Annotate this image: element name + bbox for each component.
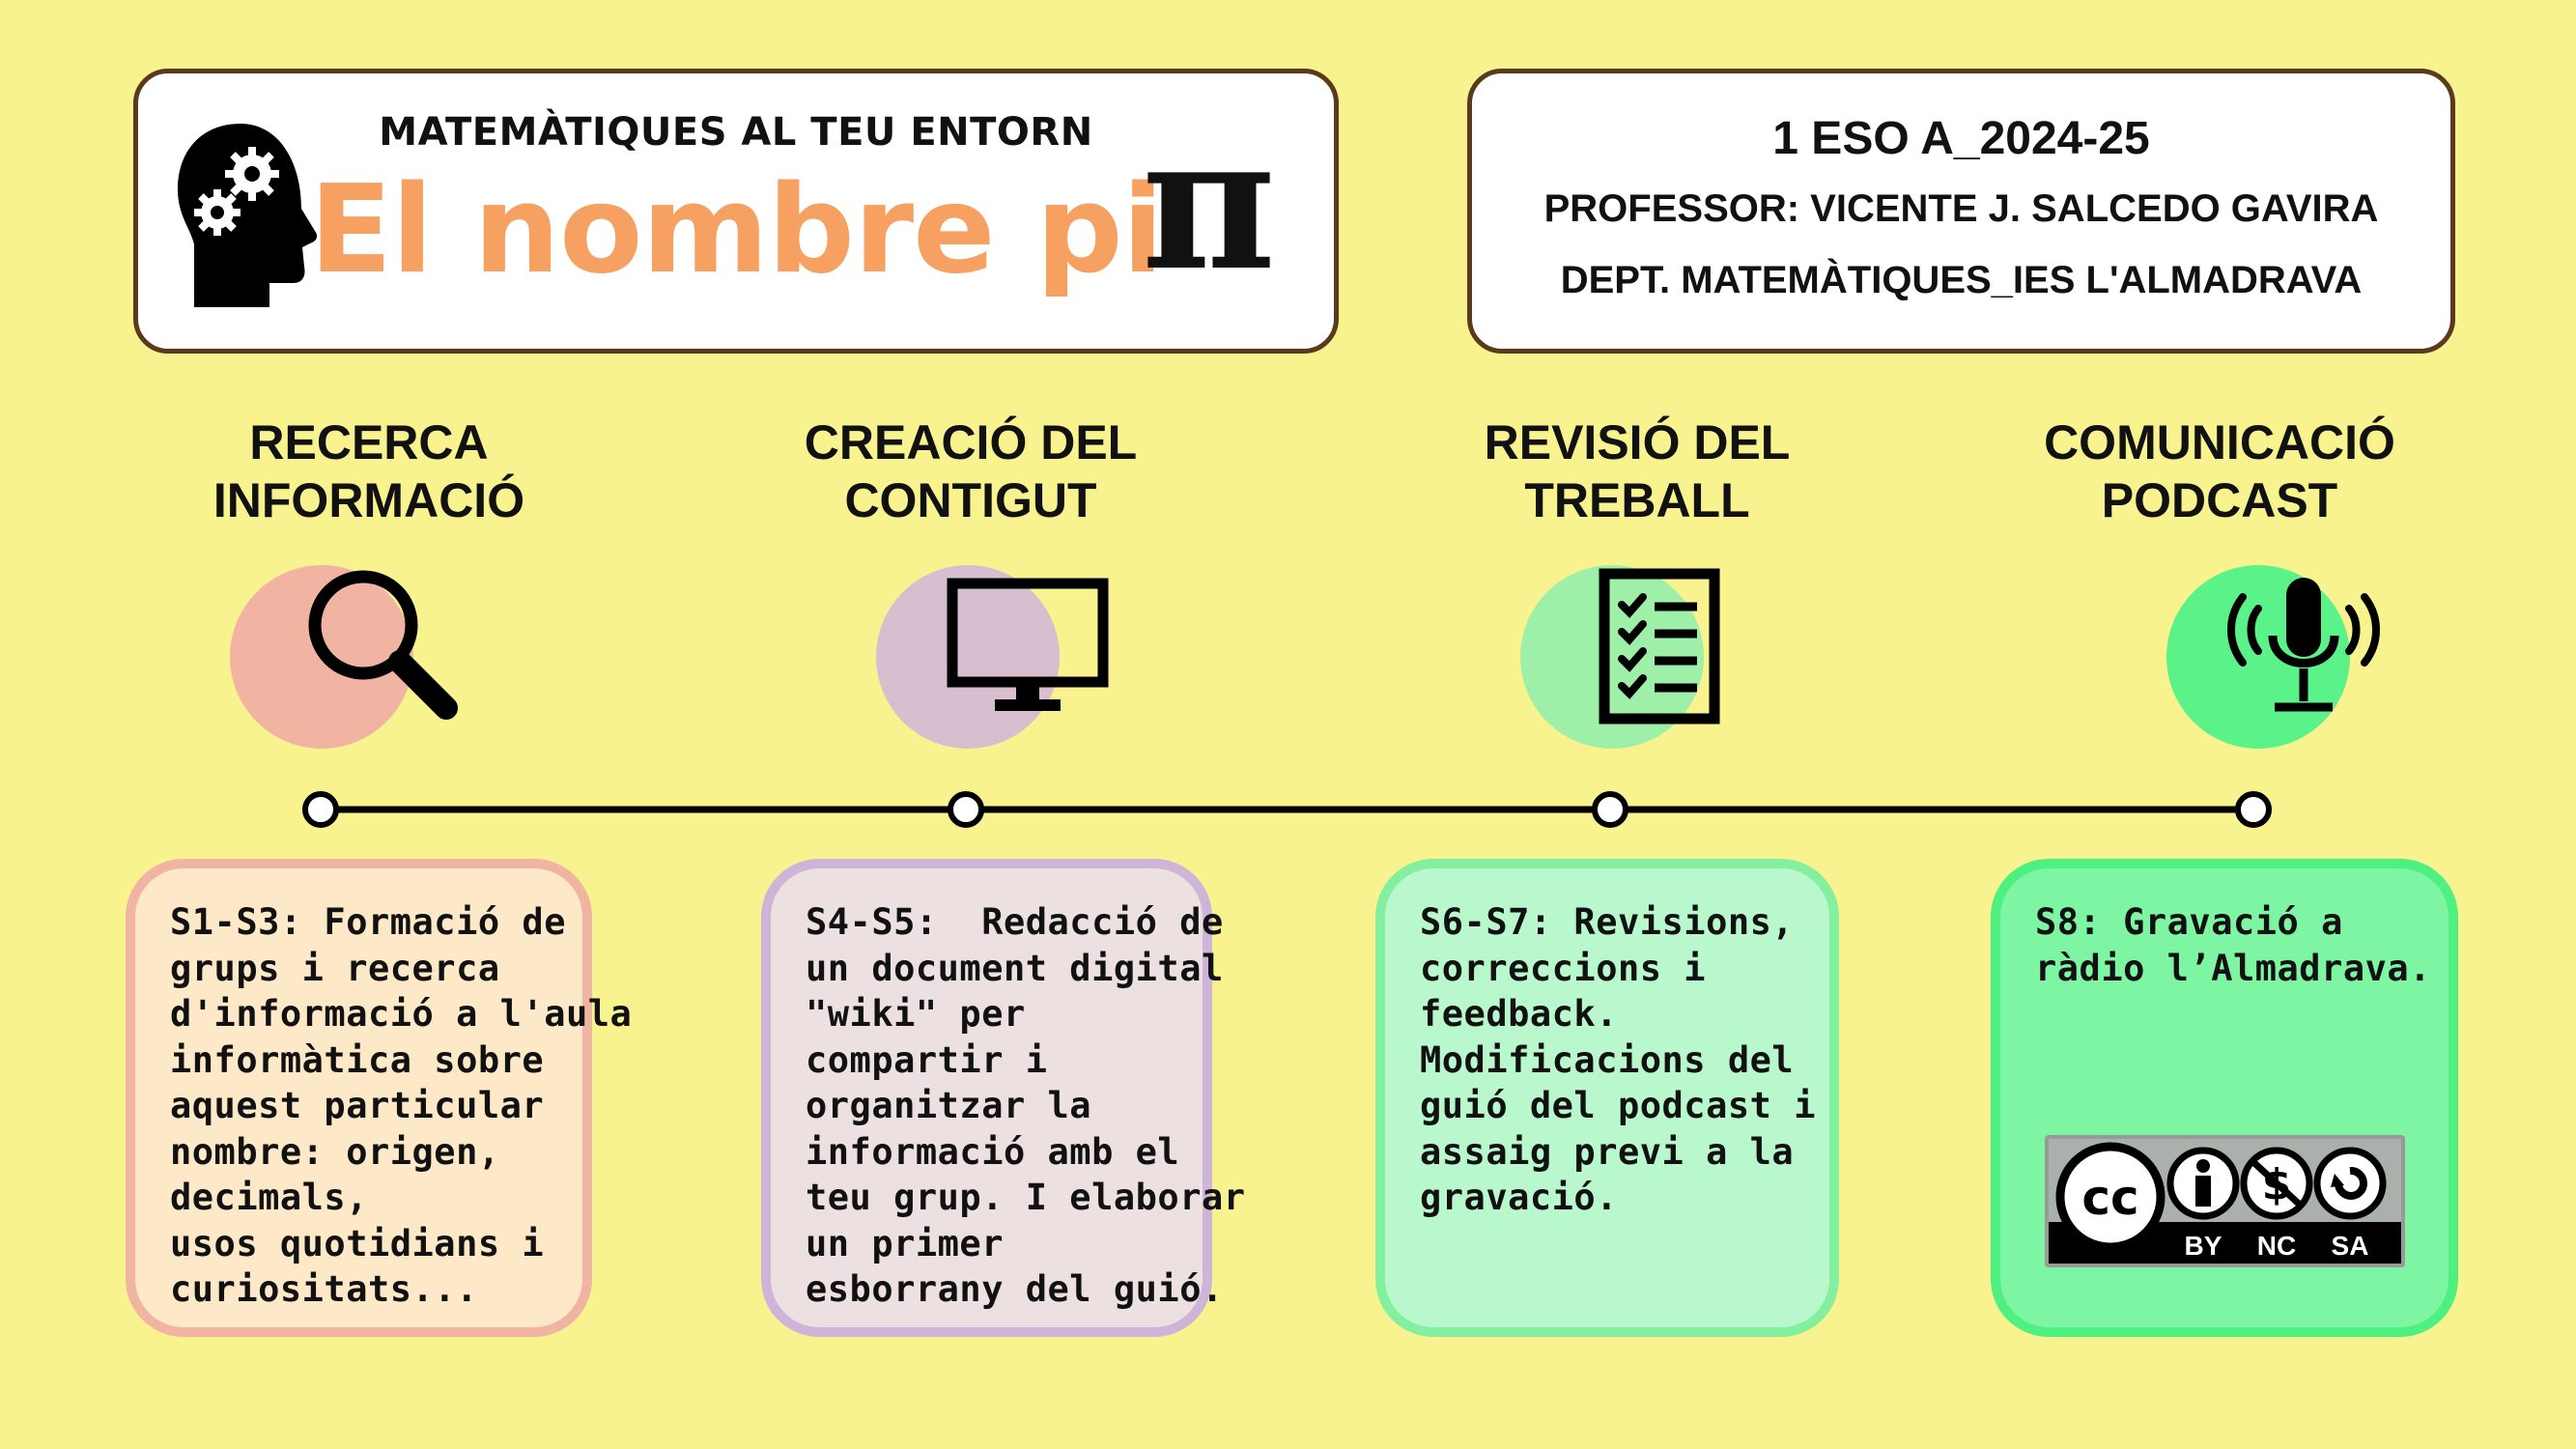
cc-license-badge: cc $ BY NC SA xyxy=(2045,1135,2405,1267)
card-text-line: aquest particular xyxy=(170,1085,545,1126)
card-text-line: compartir i xyxy=(806,1038,1048,1081)
card-text-line: S6-S7: Revisions, xyxy=(1420,901,1795,943)
microphone-icon xyxy=(2227,578,2380,712)
subtitle: MATEMÀTIQUES AL TEU ENTORN xyxy=(379,110,1093,155)
card-text-line: curiositats... xyxy=(170,1268,478,1310)
card-text-line: correccions i xyxy=(1420,947,1707,989)
card-text-line: assaig previ a la xyxy=(1420,1130,1795,1173)
title-panel: MATEMÀTIQUES AL TEU ENTORN El nombre pi … xyxy=(133,69,1339,354)
card-text-line: Modificacions del xyxy=(1420,1038,1795,1081)
card-text-line: esborrany del guió. xyxy=(806,1268,1224,1310)
phase-title-review: REVISIÓ DEL TREBALL xyxy=(1367,413,1908,529)
course-info-panel: 1 ESO A_2024-25 PROFESSOR: VICENTE J. SA… xyxy=(1467,69,2455,354)
card-text-line: "wiki" per xyxy=(806,993,1026,1035)
card-text-line: guió del podcast i xyxy=(1420,1085,1816,1126)
card-text-line: informació amb el xyxy=(806,1130,1180,1173)
magnifier-icon xyxy=(308,570,458,720)
card-text-line: S4-S5: Redacció de xyxy=(806,901,1224,943)
phase-title-research: RECERCA INFORMACIÓ xyxy=(99,413,639,529)
card-text-line: usos quotidians i xyxy=(170,1222,545,1264)
card-text-line: S8: Gravació a xyxy=(2035,901,2343,943)
card-text-line: grups i recerca xyxy=(170,947,500,989)
card-text-line: un primer xyxy=(806,1222,1004,1264)
phase-circle-creation xyxy=(876,565,1060,749)
cc-by-nc-sa-icon: cc $ BY NC SA xyxy=(2049,1139,2401,1261)
timeline-node xyxy=(2235,791,2272,828)
department: DEPT. MATEMÀTIQUES_IES L'ALMADRAVA xyxy=(1560,259,2363,301)
phase-title-line: CREACIÓ DEL xyxy=(804,415,1138,469)
phase-title-line: PODCAST xyxy=(2101,473,2338,527)
cc-sa-label: SA xyxy=(2332,1231,2369,1261)
cc-nc-label: NC xyxy=(2257,1231,2296,1261)
card-text-line: informàtica sobre xyxy=(170,1038,545,1081)
head-gears-icon xyxy=(178,124,318,307)
phase-title-line: INFORMACIÓ xyxy=(212,473,525,527)
teacher-name: PROFESSOR: VICENTE J. SALCEDO GAVIRA xyxy=(1543,187,2379,230)
card-text-line: teu grup. I elaborar xyxy=(806,1177,1246,1218)
card-text-line: nombre: origen, xyxy=(170,1130,500,1173)
phase-title-creation: CREACIÓ DEL CONTIGUT xyxy=(700,413,1241,529)
timeline-node xyxy=(1592,791,1628,828)
card-text-line: feedback. xyxy=(1420,993,1618,1035)
cc-by-label: BY xyxy=(2185,1231,2222,1261)
card-text-line: ràdio l’Almadrava. xyxy=(2035,947,2431,989)
phase-title-podcast: COMUNICACIÓ PODCAST xyxy=(1949,413,2490,529)
card-text-line: decimals, xyxy=(170,1177,368,1218)
cc-label: cc xyxy=(2081,1170,2138,1226)
pi-symbol-icon: π xyxy=(1141,96,1276,311)
phase-title-line: REVISIÓ DEL xyxy=(1484,415,1791,469)
timeline-node xyxy=(302,791,339,828)
card-text-line: d'informació a l'aula xyxy=(170,993,633,1035)
main-title: El nombre pi xyxy=(309,158,1164,300)
monitor-icon xyxy=(947,578,1109,711)
phase-title-line: TREBALL xyxy=(1524,473,1750,527)
checklist-icon xyxy=(1599,568,1720,724)
course-group: 1 ESO A_2024-25 xyxy=(1772,113,2150,164)
card-text-line: S1-S3: Formació de xyxy=(170,901,566,943)
phase-title-line: COMUNICACIÓ xyxy=(2044,415,2395,469)
timeline-node xyxy=(948,791,984,828)
card-text-line: un document digital xyxy=(806,947,1224,989)
phase-title-line: CONTIGUT xyxy=(844,473,1097,527)
card-text-line: organitzar la xyxy=(806,1085,1092,1126)
phase-title-line: RECERCA xyxy=(249,415,489,469)
card-text-line: gravació. xyxy=(1420,1177,1618,1218)
